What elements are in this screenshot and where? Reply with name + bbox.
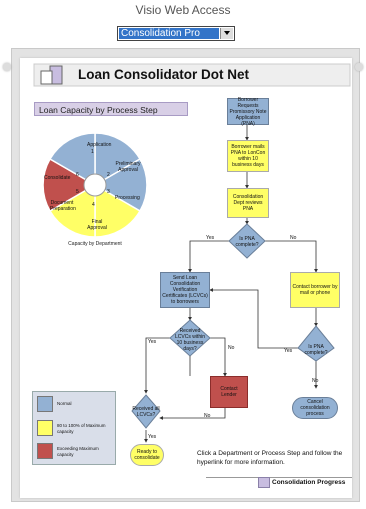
terminal-ready[interactable]: Ready to consolidate xyxy=(130,444,164,466)
decision-pna-complete-2[interactable]: Is PNA complete? xyxy=(304,344,328,356)
flow-connectors xyxy=(33,63,351,443)
footer: Consolidation Progress xyxy=(206,477,352,489)
label-yes: Yes xyxy=(148,434,157,440)
capacity-wheel xyxy=(42,132,148,238)
legend-swatch-exceeding xyxy=(37,443,53,459)
step-borrower-mails[interactable]: Borrower mails PNA to LonCon within 10 b… xyxy=(227,140,269,172)
decision-received-lcvcs-10[interactable]: Received LCVCs within 10 business days? xyxy=(174,328,205,352)
segment-final-num: 4 xyxy=(92,202,95,208)
step-contact-borrower[interactable]: Contact borrower by mail or phone xyxy=(290,272,340,308)
instruction-note: Click a Department or Process Step and f… xyxy=(197,450,343,466)
footer-label: Consolidation Progress xyxy=(272,479,346,486)
footer-marker xyxy=(258,477,270,488)
wheel-panel: Capacity by Department xyxy=(32,128,158,250)
diagram-canvas[interactable]: Loan Consolidator Dot Net Loan Capacity … xyxy=(20,58,352,498)
terminal-cancel[interactable]: Cancel consolidation process xyxy=(292,397,338,419)
legend-swatch-normal xyxy=(37,396,53,412)
section-heading: Loan Capacity by Process Step xyxy=(34,102,188,116)
label-no: No xyxy=(312,378,319,384)
segment-preliminary-num: 2 xyxy=(107,172,110,178)
legend: Normal 80 to 100% of Maximum capacity Ex… xyxy=(32,391,116,465)
page-dropdown[interactable]: Consolidation Pro xyxy=(117,26,235,41)
step-consolidation-dept[interactable]: Consolidation Dept reviews PNA xyxy=(227,188,269,218)
segment-consolidate[interactable]: Consolidate xyxy=(44,175,71,181)
segment-processing[interactable]: Processing xyxy=(115,195,140,201)
legend-label: Exceeding Maximum capacity xyxy=(57,446,99,457)
segment-application-num: 1 xyxy=(91,149,94,155)
label-yes: Yes xyxy=(206,235,215,241)
step-contact-lender[interactable]: Contact Lender xyxy=(210,376,248,408)
page-dropdown-value: Consolidation Pro xyxy=(119,28,219,39)
label-yes: Yes xyxy=(284,348,293,354)
label-no: No xyxy=(228,345,235,351)
segment-document-preparation[interactable]: Document Preparation xyxy=(50,200,76,212)
legend-swatch-warning xyxy=(37,420,53,436)
step-send-lcvcs[interactable]: Send Loan Consolidation Verification Cer… xyxy=(160,272,210,308)
chevron-down-icon[interactable] xyxy=(220,28,233,39)
legend-label: 80 to 100% of Maximum capacity xyxy=(57,423,106,434)
legend-label: Normal xyxy=(57,401,72,406)
segment-document-num: 5 xyxy=(76,189,79,195)
app-title: Visio Web Access xyxy=(135,3,231,17)
label-no: No xyxy=(204,413,211,419)
frame-corner-dot xyxy=(3,63,11,71)
segment-application[interactable]: Application xyxy=(87,142,112,148)
decision-pna-complete-1[interactable]: Is PNA complete? xyxy=(235,236,259,248)
step-borrower-requests[interactable]: Borrower Requests Promissory Note Applic… xyxy=(227,97,269,127)
frame-corner-dot xyxy=(355,63,363,71)
page-title: Loan Consolidator Dot Net xyxy=(78,67,249,82)
segment-processing-num: 3 xyxy=(107,189,110,195)
label-no: No xyxy=(290,235,297,241)
wheel-caption: Capacity by Department xyxy=(68,241,122,247)
label-yes: Yes xyxy=(148,339,157,345)
segment-final-approval[interactable]: Final Approval xyxy=(87,219,107,231)
segment-consolidate-num: 6 xyxy=(76,172,79,178)
decision-received-all[interactable]: Received all LCVCs? xyxy=(132,406,160,418)
segment-preliminary-approval[interactable]: Preliminary Approval xyxy=(115,161,141,173)
